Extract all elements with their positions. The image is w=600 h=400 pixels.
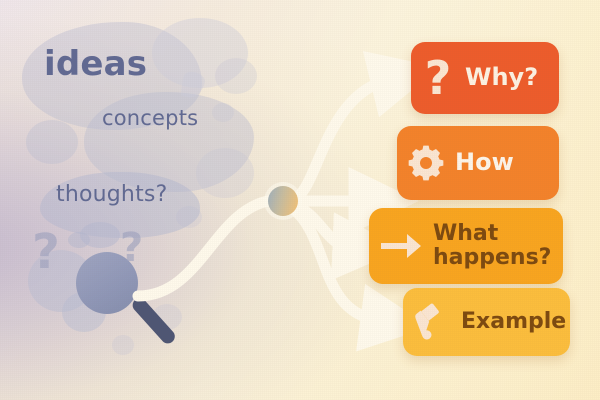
decor-dot	[26, 120, 78, 164]
word-concepts: concepts	[102, 106, 199, 130]
decor-dot	[212, 103, 234, 122]
question-mark-decor: ?	[120, 225, 144, 271]
card-why[interactable]: ? Why?	[411, 42, 559, 114]
card-how[interactable]: How	[397, 126, 559, 200]
magnifier-icon	[76, 252, 138, 314]
decor-dot	[196, 148, 254, 198]
question-mark-icon: ?	[424, 51, 452, 105]
card-example-label: Example	[461, 309, 567, 335]
decor-dot	[176, 206, 202, 228]
gear-icon	[397, 143, 455, 183]
decor-dot	[112, 335, 134, 355]
thoughts-blob-tail	[80, 222, 120, 248]
card-what[interactable]: What happens?	[369, 208, 563, 284]
decor-dot	[215, 58, 257, 94]
card-why-label: Why?	[465, 63, 539, 92]
branch-wire-why	[286, 51, 440, 205]
card-what-label: What happens?	[433, 221, 552, 270]
card-how-label: How	[455, 148, 514, 177]
central-node[interactable]	[268, 186, 298, 216]
trunk-wire	[132, 195, 274, 302]
megaphone-icon	[403, 303, 461, 341]
word-ideas: ideas	[44, 44, 148, 84]
question-mark-decor: ?	[32, 224, 60, 280]
word-thoughts: thoughts?	[56, 182, 168, 207]
speech-bubble-icon	[152, 18, 248, 88]
concepts-blob	[84, 92, 254, 192]
thoughts-blob-tail	[68, 232, 90, 248]
arrow-right-icon	[369, 229, 433, 263]
ideas-blob	[22, 22, 202, 130]
branch-wire-example	[286, 202, 431, 352]
card-example[interactable]: Example	[403, 288, 570, 356]
thoughts-blob	[40, 172, 200, 238]
